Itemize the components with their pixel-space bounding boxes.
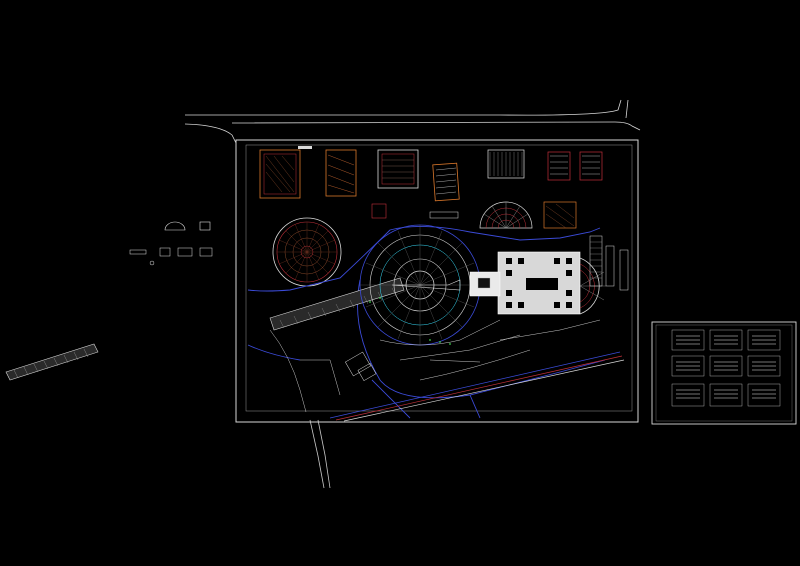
bottom-boundary-lines [329, 351, 625, 422]
main-axis-plaza [469, 235, 629, 315]
landscape-paths [269, 319, 601, 413]
bottom-road [309, 419, 331, 489]
left-details [5, 221, 213, 381]
circular-plaza [272, 217, 342, 287]
top-road [184, 99, 641, 144]
detail-drawings [259, 146, 603, 229]
green-markers [369, 297, 451, 345]
fan-plaza [359, 224, 481, 346]
legend-table [651, 321, 797, 425]
plan-frame [235, 139, 639, 423]
small-building [344, 351, 377, 382]
